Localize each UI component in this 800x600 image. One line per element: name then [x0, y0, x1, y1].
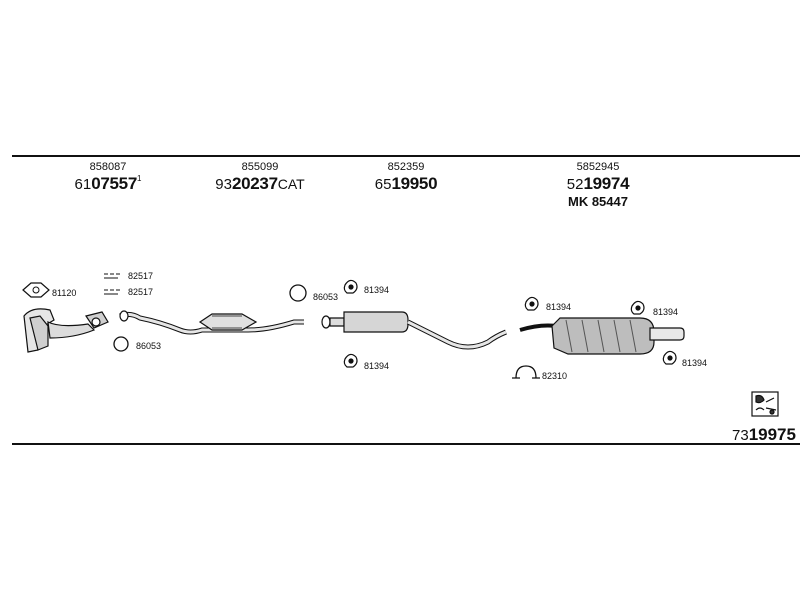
hanger-icon — [343, 279, 358, 294]
manifold-gasket-icon — [22, 282, 50, 298]
bolt-icon — [104, 273, 120, 279]
label-ring-a: 86053 — [136, 341, 162, 351]
label-hanger-mid-top: 81394 — [364, 285, 390, 295]
hanger-icon-4 — [630, 300, 645, 315]
part-number: 61075571 — [74, 174, 142, 193]
manifold-downpipe-icon — [23, 308, 109, 353]
center-silencer-icon — [321, 311, 507, 350]
part-number: 5219974 — [566, 174, 630, 193]
oem-number: 852359 — [387, 161, 425, 173]
footer-part-number: 7319975 — [732, 425, 796, 444]
part-number: 9320237CAT — [215, 174, 305, 193]
rear-silencer-icon — [519, 317, 685, 355]
label-hanger-rear-left: 81394 — [546, 302, 572, 312]
clamp-icon — [512, 365, 540, 379]
header-column-1: 858087 61075571 — [58, 162, 158, 193]
catalytic-converter-pipe-icon — [119, 310, 304, 335]
hanger-icon-2 — [343, 353, 358, 368]
label-ring-b: 86053 — [313, 292, 339, 302]
header-column-3: 852359 6519950 — [356, 162, 456, 193]
label-clamp: 82310 — [542, 371, 568, 381]
label-hanger-mid-bottom: 81394 — [364, 361, 390, 371]
header-column-4: 5852945 5219974 MK 85447 — [548, 161, 648, 209]
mount-kit-number: MK 85447 — [568, 194, 628, 209]
label-gasket-manifold: 81120 — [52, 288, 77, 298]
hanger-icon-5 — [662, 350, 677, 365]
bolt-icon-2 — [104, 289, 120, 295]
oem-number: 5852945 — [576, 161, 620, 173]
label-hanger-rear-right-bottom: 81394 — [682, 358, 708, 368]
header-column-2: 855099 9320237CAT — [200, 162, 320, 193]
label-bolt-a: 82517 — [128, 271, 154, 281]
part-number: 6519950 — [374, 174, 438, 193]
ring-icon — [113, 336, 129, 352]
oem-number: 855099 — [241, 161, 279, 173]
ring-icon-2 — [289, 284, 307, 302]
hanger-icon-3 — [524, 296, 539, 311]
mount-kit-box-icon — [751, 391, 779, 417]
label-hanger-rear-right-top: 81394 — [653, 307, 679, 317]
oem-number: 858087 — [89, 161, 127, 173]
label-bolt-b: 82517 — [128, 287, 154, 297]
